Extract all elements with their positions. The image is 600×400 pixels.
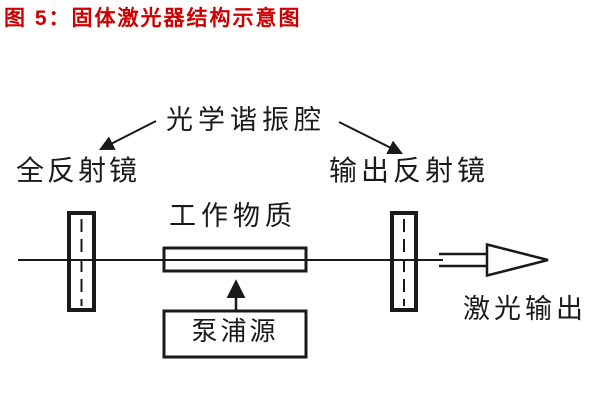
output-mirror — [390, 211, 418, 312]
figure-title: 图 5：固体激光器结构示意图 — [4, 7, 302, 30]
total-reflection-mirror — [67, 211, 96, 312]
cavity-pointer-right-icon — [338, 121, 404, 155]
cavity-label: 光学谐振腔 — [166, 105, 326, 135]
laser-output-arrow-icon — [439, 242, 549, 278]
total-reflection-mirror-label: 全反射镜 — [16, 156, 141, 187]
gain-medium-label: 工作物质 — [169, 201, 297, 231]
pump-source-label: 泵浦源 — [191, 317, 279, 346]
laser-output-label: 激光输出 — [463, 294, 587, 324]
gain-medium-rod — [162, 246, 308, 273]
output-mirror-label: 输出反射镜 — [329, 156, 490, 187]
cavity-pointer-left-icon — [98, 120, 157, 151]
